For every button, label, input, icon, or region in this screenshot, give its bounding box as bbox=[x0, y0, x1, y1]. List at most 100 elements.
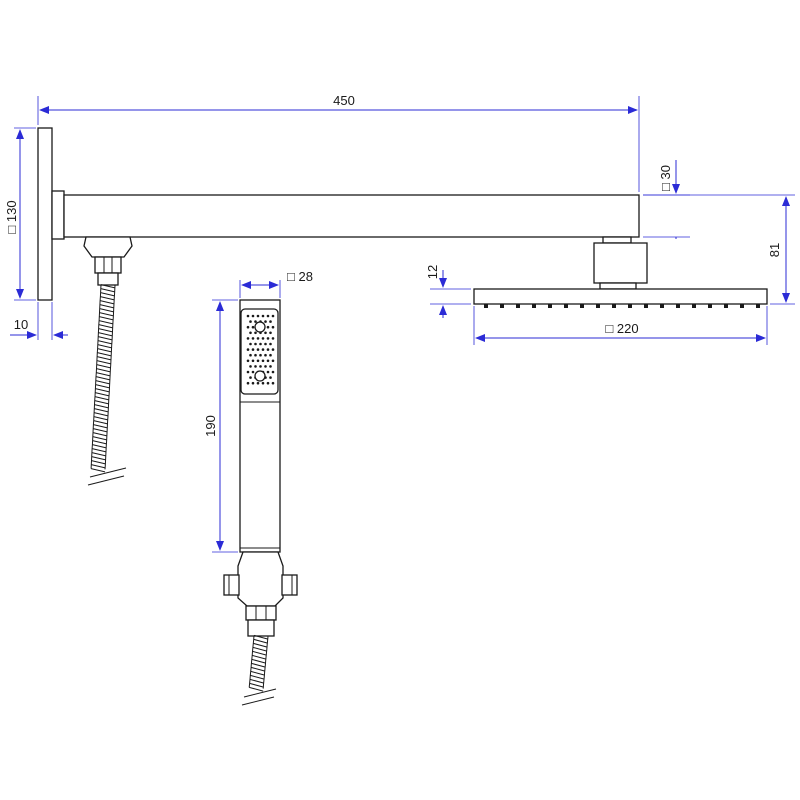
nozzle bbox=[249, 353, 252, 357]
nozzle bbox=[249, 342, 252, 346]
nozzle bbox=[271, 370, 275, 374]
nozzle bbox=[264, 353, 267, 357]
nozzle bbox=[251, 348, 255, 351]
dim-arm-length: 450 bbox=[37, 93, 640, 192]
dim-head-size: □ 220 bbox=[473, 306, 768, 345]
nozzle bbox=[596, 304, 600, 308]
holder-nut bbox=[245, 605, 277, 621]
nozzle bbox=[548, 304, 552, 308]
nozzle bbox=[251, 337, 255, 340]
nozzle bbox=[269, 320, 272, 323]
nozzle bbox=[251, 359, 255, 363]
nozzle bbox=[271, 337, 275, 340]
hose-nut bbox=[94, 256, 122, 274]
nozzle bbox=[246, 325, 250, 329]
nozzle bbox=[484, 304, 488, 308]
dim-handshower-length: 190 bbox=[203, 299, 238, 553]
holder-pin-left bbox=[223, 574, 240, 596]
nozzle bbox=[532, 304, 536, 308]
holder-ferrule bbox=[247, 619, 275, 637]
hand-shower-nozzles bbox=[246, 314, 275, 385]
nozzle bbox=[660, 304, 664, 308]
nozzle bbox=[612, 304, 616, 308]
nozzle bbox=[261, 348, 265, 351]
nozzle bbox=[269, 365, 272, 368]
nozzle bbox=[246, 370, 250, 374]
hand-shower-ring-bottom bbox=[254, 370, 266, 382]
nozzle bbox=[676, 304, 680, 308]
nozzle bbox=[271, 381, 275, 385]
dim-wall-plate-size: □ 130 bbox=[4, 127, 36, 301]
nozzle bbox=[269, 376, 272, 379]
dim-arm-section-label: □ 30 bbox=[658, 165, 673, 191]
nozzle bbox=[266, 370, 270, 374]
nozzle bbox=[271, 325, 275, 329]
nozzle bbox=[259, 342, 262, 346]
head-connector-cap bbox=[602, 236, 632, 244]
nozzle bbox=[254, 365, 257, 368]
nozzle bbox=[740, 304, 744, 308]
hose-outlet-elbow bbox=[83, 236, 133, 258]
nozzle bbox=[259, 353, 262, 357]
nozzle bbox=[580, 304, 584, 308]
nozzle bbox=[271, 359, 275, 363]
dim-handshower-width: □ 28 bbox=[239, 269, 313, 298]
nozzle bbox=[264, 320, 267, 323]
nozzle bbox=[264, 342, 267, 346]
nozzle bbox=[266, 359, 270, 363]
nozzle bbox=[251, 325, 255, 329]
nozzle bbox=[254, 320, 257, 323]
nozzle bbox=[256, 337, 260, 340]
shower-head-nozzles bbox=[484, 304, 760, 308]
shower-head-plate bbox=[473, 288, 768, 305]
nozzle bbox=[256, 359, 260, 363]
dim-wall-plate-depth: 10 bbox=[10, 302, 68, 340]
nozzle bbox=[266, 337, 270, 340]
lower-hose bbox=[241, 634, 277, 706]
nozzle bbox=[756, 304, 760, 308]
nozzle bbox=[261, 314, 265, 318]
dim-handshower-width-label: □ 28 bbox=[287, 269, 313, 284]
dim-wall-plate-depth-label: 10 bbox=[14, 317, 28, 332]
dim-head-thickness-label: 12 bbox=[425, 265, 440, 279]
nozzle bbox=[246, 348, 250, 351]
nozzle bbox=[644, 304, 648, 308]
nozzle bbox=[500, 304, 504, 308]
nozzle bbox=[266, 381, 270, 385]
dim-head-thickness: 12 bbox=[425, 265, 471, 318]
wall-plate-collar bbox=[51, 190, 65, 240]
nozzle bbox=[256, 348, 260, 351]
nozzle bbox=[251, 370, 255, 374]
nozzle bbox=[246, 314, 250, 318]
wall-plate bbox=[37, 127, 53, 301]
nozzle bbox=[264, 365, 267, 368]
dim-arm-length-label: 450 bbox=[333, 93, 355, 108]
nozzle bbox=[261, 359, 265, 363]
nozzle bbox=[256, 314, 260, 318]
dim-total-drop-label: 81 bbox=[767, 243, 782, 257]
nozzle bbox=[269, 353, 272, 357]
dim-wall-plate-size-label: □ 130 bbox=[4, 200, 19, 233]
nozzle bbox=[246, 337, 250, 340]
nozzle bbox=[692, 304, 696, 308]
holder-pin-right bbox=[281, 574, 298, 596]
shower-head-assembly bbox=[473, 236, 768, 308]
nozzle bbox=[628, 304, 632, 308]
nozzle bbox=[261, 337, 265, 340]
hand-shower-ring-top bbox=[254, 321, 266, 333]
nozzle bbox=[266, 314, 270, 318]
upper-hose bbox=[87, 284, 127, 486]
dim-handshower-length-label: 190 bbox=[203, 415, 218, 437]
dim-head-size-label: □ 220 bbox=[605, 321, 638, 336]
nozzle bbox=[259, 365, 262, 368]
nozzle bbox=[266, 325, 270, 329]
nozzle bbox=[249, 331, 252, 335]
nozzle bbox=[516, 304, 520, 308]
nozzle bbox=[564, 304, 568, 308]
nozzle bbox=[251, 314, 255, 318]
nozzle bbox=[261, 381, 265, 385]
nozzle bbox=[271, 314, 275, 318]
nozzle bbox=[256, 381, 260, 385]
nozzle bbox=[269, 331, 272, 335]
